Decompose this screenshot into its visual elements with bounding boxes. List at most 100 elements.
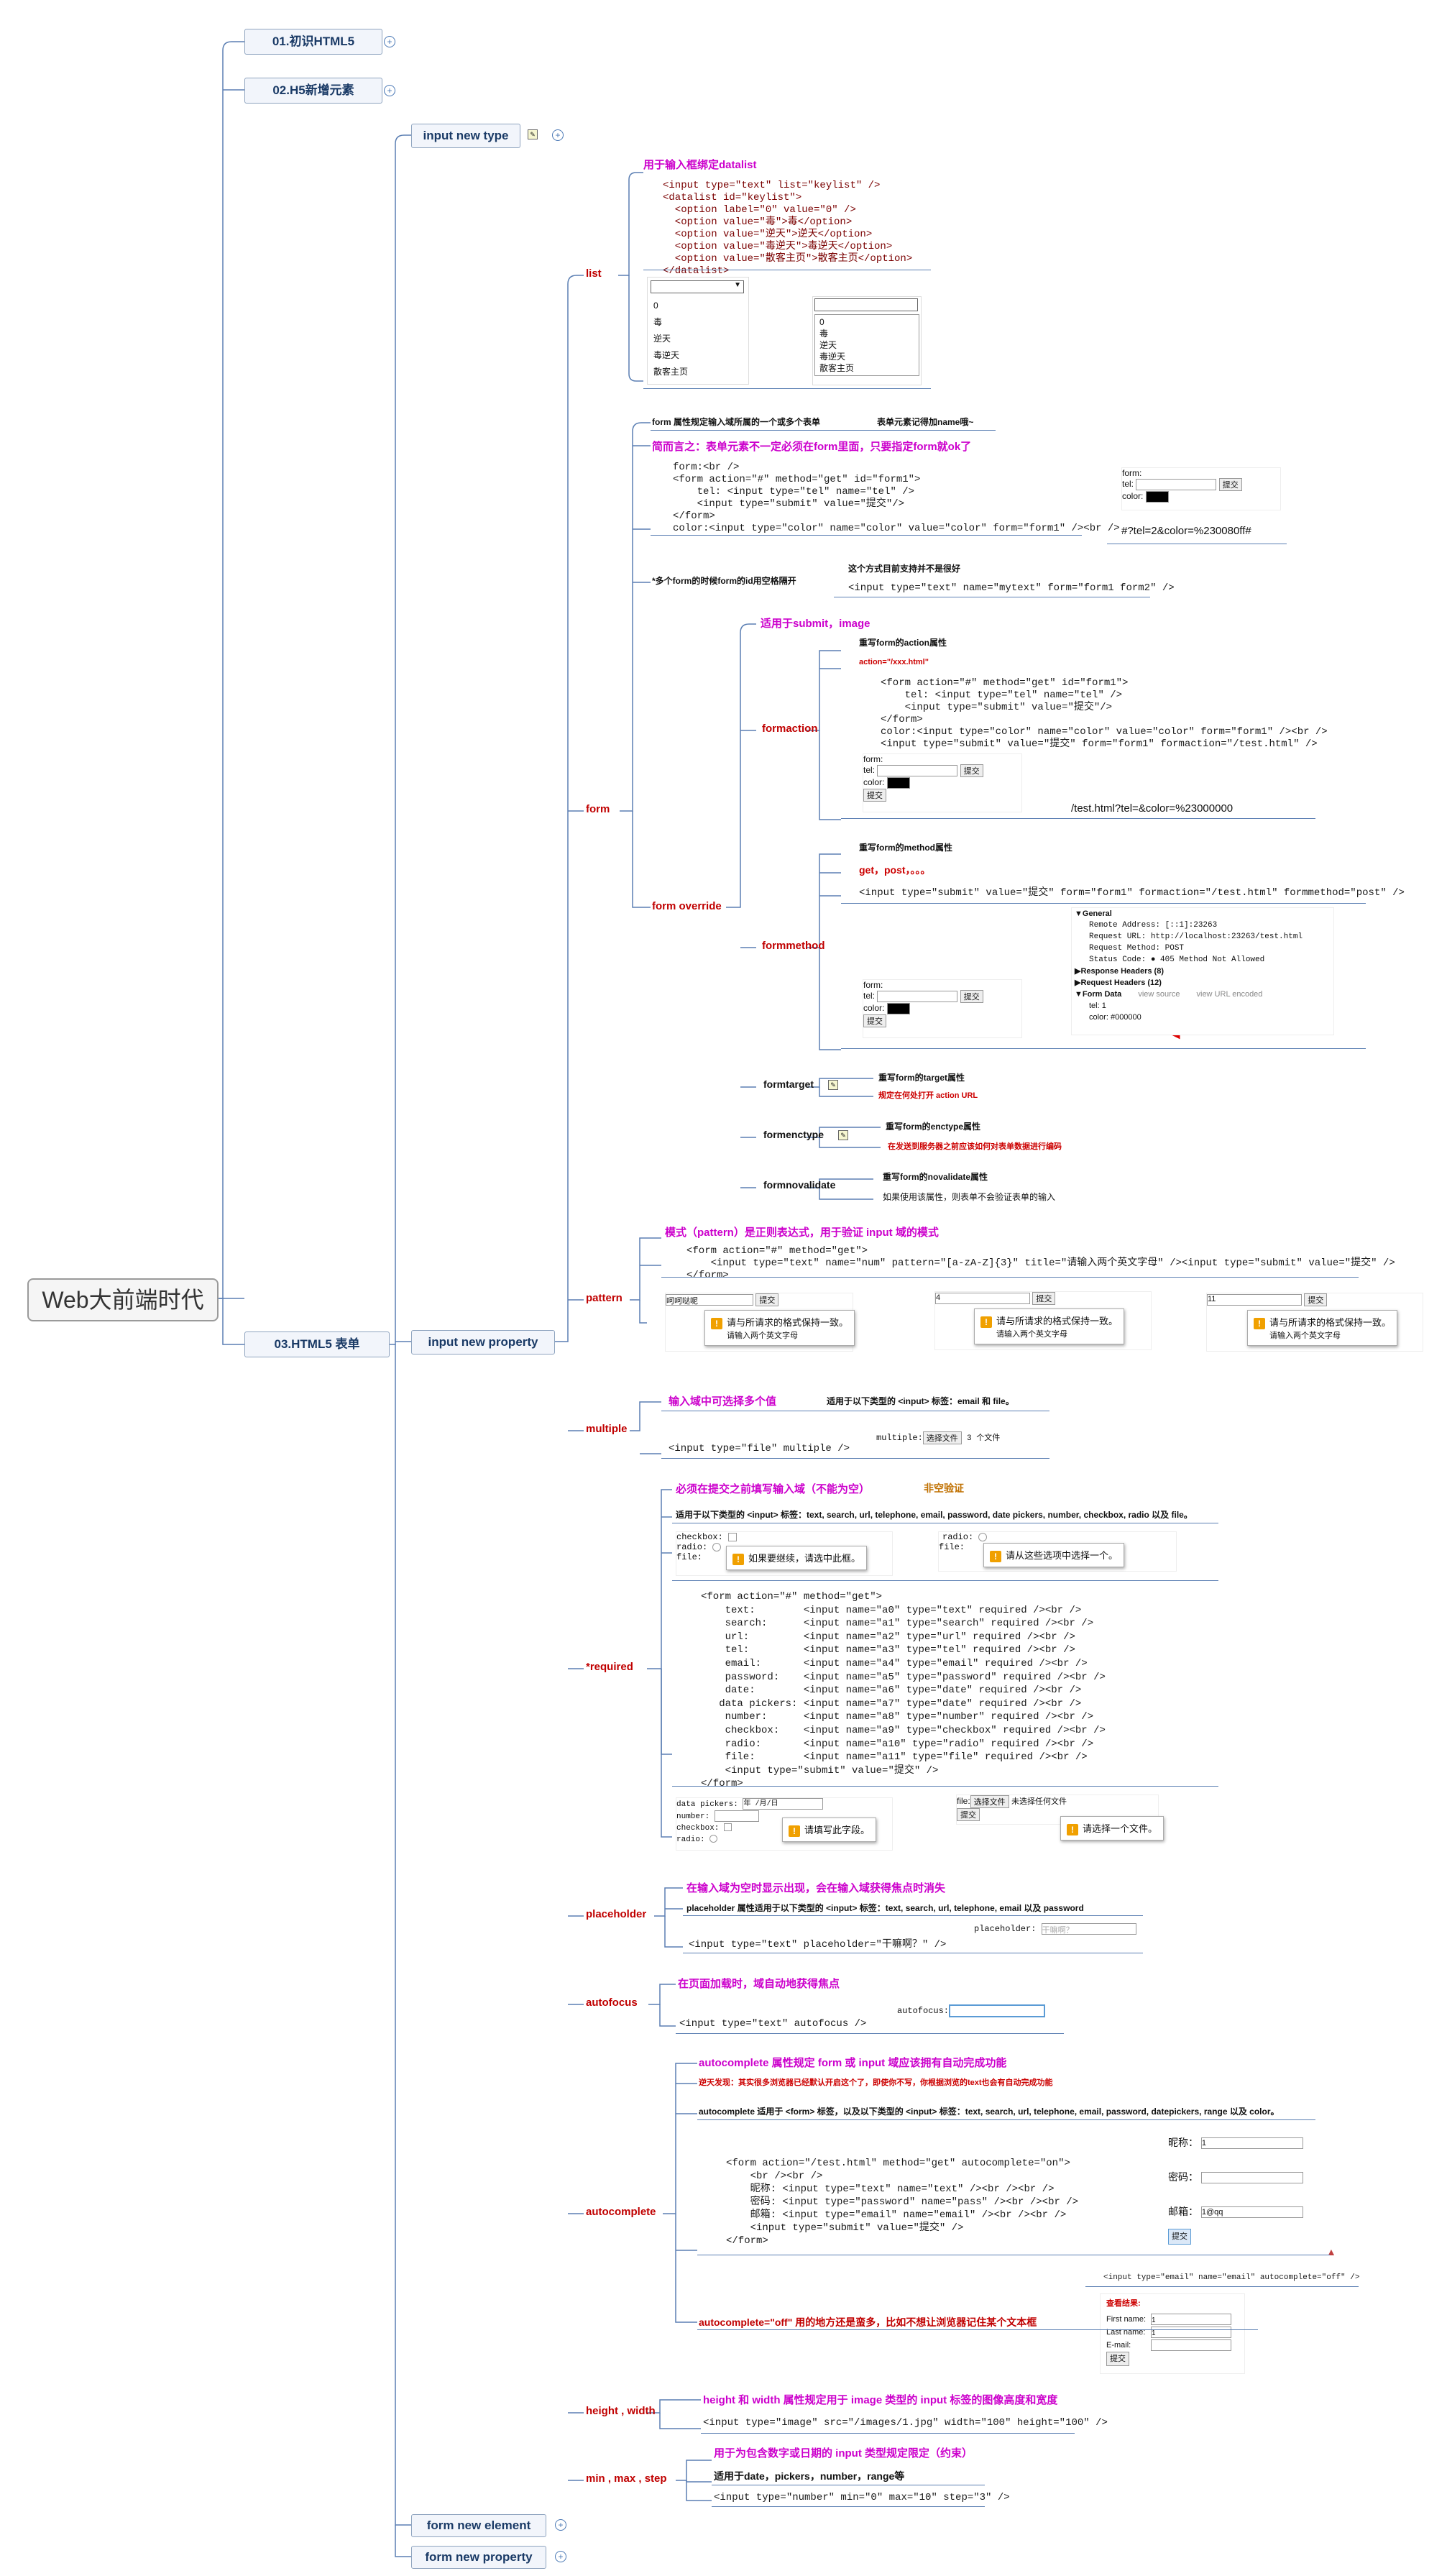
list-option[interactable]: 毒 [653,317,663,327]
formaction-node[interactable]: formaction [762,723,818,735]
formmethod-code: <input type="submit" value="提交" form="fo… [859,887,1405,899]
autocomplete-shot: 昵称： 1 密码： 邮箱： 1@qq 提交 [1159,2124,1311,2248]
email-input[interactable]: 1@qq [1200,2206,1303,2219]
form-override[interactable]: form override [652,900,722,912]
placeholder-title: 在输入域为空时显示出现，会在输入域获得焦点时消失 [686,1882,946,1894]
mms-title: 用于为包含数字或日期的 input 类型规定限定（约束） [714,2447,973,2460]
formmethod-shot: form: tel: 提交 color: 提交 [863,979,1022,1038]
root-node[interactable]: Web大前端时代 [27,1278,219,1321]
placeholder-note: placeholder 属性适用于以下类型的 <input> 标签：text, … [686,1903,1084,1913]
submit-button[interactable]: 提交 [1304,1293,1328,1306]
expand-toggle-icon[interactable]: + [384,85,395,96]
prop-autocomplete[interactable]: autocomplete [586,2206,656,2218]
formaction-code: <form action="#" method="get" id="form1"… [881,677,1328,750]
submit-button[interactable]: 提交 [1218,478,1242,491]
warning-icon: ! [1067,1823,1078,1835]
submit-button[interactable]: 提交 [863,1014,886,1027]
list-option[interactable]: 毒 [819,329,829,339]
nickname-input[interactable]: 1 [1200,2137,1303,2150]
first-name-input[interactable]: 1 [1151,2314,1231,2326]
formtarget-note: 规定在何处打开 action URL [878,1091,978,1100]
formnovalidate-node[interactable]: formnovalidate [763,1179,836,1191]
note-icon[interactable]: ✎ [838,1130,848,1140]
expand-toggle-icon[interactable]: + [555,2519,566,2531]
submit-button[interactable]: 提交 [755,1293,779,1306]
formnovalidate-title: 重写form的novalidate属性 [883,1172,988,1182]
list-option[interactable]: 逆天 [819,340,837,350]
password-input[interactable] [1200,2172,1303,2184]
date-input[interactable]: 年 /月/日 [743,1798,824,1810]
hw-title: height 和 width 属性规定用于 image 类型的 input 标签… [703,2394,1058,2406]
formtarget-node[interactable]: formtarget [763,1078,814,1090]
checkbox[interactable] [728,1532,738,1541]
prop-min-max-step[interactable]: min , max , step [586,2472,667,2485]
list-option[interactable]: 散客主页 [819,363,855,373]
list-option[interactable]: 毒逆天 [819,352,846,362]
formenctype-node[interactable]: formenctype [763,1129,824,1140]
prop-pattern[interactable]: pattern [586,1292,623,1304]
warning-icon: ! [789,1825,800,1837]
last-name-input[interactable]: 1 [1151,2327,1231,2339]
collapse-arrow-icon[interactable]: ▲ [1326,2246,1336,2258]
submit-button[interactable]: 提交 [863,789,886,802]
submit-button[interactable]: 提交 [960,764,983,777]
choose-file-button[interactable]: 选择文件 [970,1795,1009,1808]
prop-multiple[interactable]: multiple [586,1423,628,1435]
section-intro-html5[interactable]: 01.初识HTML5 [244,29,382,55]
submit-button[interactable]: 提交 [1168,2229,1191,2245]
prop-list[interactable]: list [586,267,602,280]
autofocus-input[interactable] [949,2004,1046,2017]
choose-file-button[interactable]: 选择文件 [922,1431,962,1444]
pattern-input[interactable]: 呵呵哒呢 [666,1294,753,1306]
checkbox[interactable] [724,1823,732,1832]
submit-button[interactable]: 提交 [1106,2352,1129,2366]
pattern-input[interactable]: 4 [935,1293,1030,1304]
submit-button[interactable]: 提交 [957,1808,980,1821]
autofocus-code: <input type="text" autofocus /> [679,2018,867,2030]
list-option[interactable]: 毒逆天 [653,350,680,360]
pattern-code: <form action="#" method="get"> <input ty… [686,1245,1395,1281]
multiple-code: <input type="file" multiple /> [669,1443,850,1454]
number-input[interactable] [714,1810,759,1822]
section-h5-new-elements[interactable]: 02.H5新增元素 [244,78,382,104]
required-tip-4: !请选择一个文件。 [1060,1816,1165,1841]
node-form-new-element[interactable]: form new element [411,2514,546,2537]
placeholder-input[interactable]: 干嘛啊？ [1041,1923,1136,1935]
expand-toggle-icon[interactable]: + [384,36,395,47]
placeholder-code: <input type="text" placeholder="干嘛啊？" /> [689,1939,947,1951]
prop-form[interactable]: form [586,803,610,815]
required-tip-3: !请填写此字段。 [782,1818,877,1842]
list-option[interactable]: 散客主页 [653,367,689,377]
prop-height-width[interactable]: height , width [586,2405,656,2417]
email-input[interactable] [1151,2339,1231,2352]
form-multi-note: *多个form的时候form的id用空格隔开 [652,576,796,586]
radio[interactable] [709,1835,718,1843]
list-title: 用于输入框绑定datalist [643,159,757,171]
submit-button[interactable]: 提交 [1032,1292,1056,1305]
list-option[interactable]: 0 [653,301,658,311]
list-option[interactable]: 逆天 [653,334,671,344]
node-form-new-property[interactable]: form new property [411,2546,546,2569]
section-html5-forms[interactable]: 03.HTML5 表单 [244,1331,390,1357]
node-input-new-property[interactable]: input new property [411,1330,555,1355]
list-code: <input type="text" list="keylist" /> <da… [663,180,913,277]
list-datalist-shot-2: 0 毒 逆天 毒逆天 散客主页 [812,296,922,385]
list-option[interactable]: 0 [819,317,824,327]
note-icon[interactable]: ✎ [828,1080,838,1090]
submit-button[interactable]: 提交 [960,990,983,1003]
radio[interactable] [978,1532,988,1541]
devtools-shot: ▼General Remote Address: [::1]:23263 Req… [1071,907,1334,1035]
formmethod-title: 重写form的method属性 [859,843,952,853]
radio[interactable] [712,1542,722,1551]
prop-placeholder[interactable]: placeholder [586,1908,647,1920]
note-icon[interactable]: ✎ [528,129,538,139]
prop-required[interactable]: *required [586,1661,633,1673]
form-result-shot: form: tel: 提交 color: [1121,467,1281,510]
expand-toggle-icon[interactable]: + [555,2551,566,2562]
required-note: 适用于以下类型的 <input> 标签：text, search, url, t… [676,1510,1193,1520]
node-input-new-type[interactable]: input new type [411,124,520,148]
pattern-input[interactable]: 11 [1207,1294,1302,1306]
expand-toggle-icon[interactable]: + [552,129,564,141]
formmethod-node[interactable]: formmethod [762,940,825,952]
prop-autofocus[interactable]: autofocus [586,1997,638,2009]
